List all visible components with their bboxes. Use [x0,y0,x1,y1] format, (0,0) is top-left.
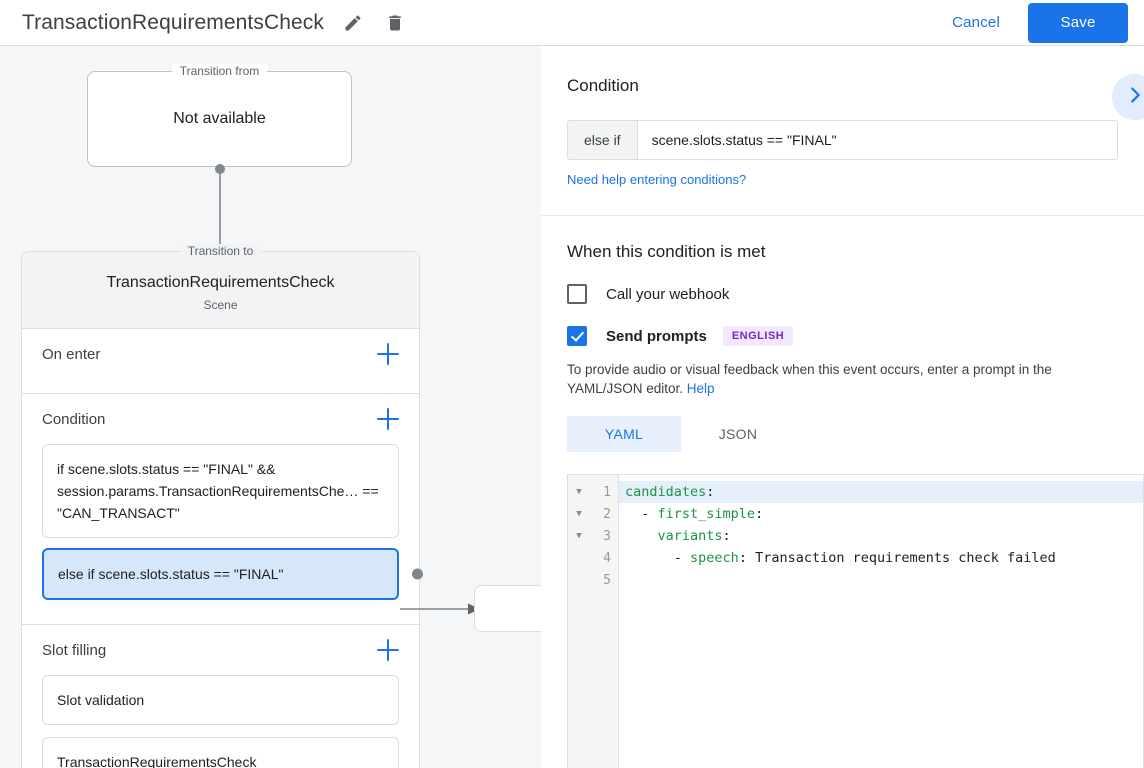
condition-input-row[interactable]: else if [567,120,1118,160]
send-prompts-row[interactable]: Send prompts ENGLISH [567,326,1118,346]
code-indent: - [625,506,658,522]
section-on-enter-title: On enter [42,345,101,363]
fold-caret-icon[interactable]: ▼ [576,487,582,497]
condition-expression-input[interactable] [637,121,1117,159]
editor-line-gutter: 4 [568,547,618,569]
transition-to-header: Transition to TransactionRequirementsChe… [22,244,419,329]
add-on-enter-button[interactable] [377,343,399,365]
section-slot-filling: Slot filling Slot validation Transaction… [22,625,419,768]
slot-filling-item[interactable]: Slot validation [42,675,399,725]
code-key: speech [690,550,739,566]
editor-format-tabs: YAML JSON [567,416,1118,452]
section-condition-title: Condition [42,410,106,428]
save-button[interactable]: Save [1028,2,1128,43]
section-on-enter-header: On enter [22,329,419,379]
slot-filling-item[interactable]: TransactionRequirementsCheck [42,737,399,768]
editor-code-line: - speech: Transaction requirements check… [619,547,1144,569]
add-slot-filling-button[interactable] [377,639,399,661]
condition-section: Condition else if Need help entering con… [541,46,1144,216]
prompts-hint: To provide audio or visual feedback when… [567,360,1118,398]
call-webhook-checkbox[interactable] [567,284,587,304]
editor-code-line: candidates: [619,481,1144,503]
transition-from-node[interactable]: Transition from Not available [87,64,352,167]
next-node-partial[interactable] [474,585,541,632]
node-output-port[interactable] [412,568,423,580]
editor-line-gutter: ▼1 [568,481,618,503]
app-bar: TransactionRequirementsCheck Cancel Save [0,0,1144,46]
section-condition-header: Condition [22,394,419,444]
flow-canvas-inner: Transition from Not available Transition… [0,46,541,768]
cancel-button[interactable]: Cancel [940,6,1012,39]
flow-canvas[interactable]: Transition from Not available Transition… [0,46,541,768]
when-condition-met-section: When this condition is met Call your web… [541,216,1144,452]
section-slot-filling-title: Slot filling [42,641,107,659]
condition-heading: Condition [567,76,639,95]
tab-yaml[interactable]: YAML [567,416,681,452]
editor-line-number: 3 [603,528,611,544]
editor-line-number: 1 [603,484,611,500]
fold-caret-icon[interactable]: ▼ [576,509,582,519]
editor-line-gutter: ▼2 [568,503,618,525]
code-indent [625,528,658,544]
editor-line-number: 5 [603,572,611,588]
editor-code-line: variants: [619,525,1144,547]
prompts-help-link[interactable]: Help [686,381,715,396]
transition-to-legend: Transition to [179,244,262,258]
expand-panel-button[interactable] [1112,74,1144,120]
code-indent: - [625,550,691,566]
editor-code-line: - first_simple: [619,503,1144,525]
code-key: variants [657,528,723,544]
tab-json[interactable]: JSON [718,426,758,442]
code-key: first_simple [657,506,756,522]
edit-title-button[interactable] [340,10,366,36]
page-title: TransactionRequirementsCheck [22,10,324,34]
transition-from-legend: Transition from [171,64,268,78]
condition-item-selected-label: else if scene.slots.status == "FINAL" [58,566,284,582]
condition-help-link[interactable]: Need help entering conditions? [567,172,747,187]
editor-line-gutter: 5 [568,569,618,591]
section-on-enter: On enter [22,329,419,394]
editor-code-area[interactable]: candidates: - first_simple: variants: - … [619,475,1144,768]
code-colon: : [722,528,731,544]
code-colon: : [706,484,715,500]
edge-right-arrow [400,603,480,615]
code-key: candidates [625,484,707,500]
trash-icon [385,13,405,33]
transition-to-title: TransactionRequirementsCheck [106,274,335,291]
when-met-heading: When this condition is met [567,242,766,261]
language-badge: ENGLISH [722,326,794,346]
editor-line-number: 4 [603,550,611,566]
condition-item[interactable]: if scene.slots.status == "FINAL" && sess… [42,444,399,538]
add-condition-button[interactable] [377,408,399,430]
section-slot-filling-header: Slot filling [22,625,419,675]
delete-button[interactable] [382,10,408,36]
pencil-icon [343,13,363,33]
code-colon: : [755,506,764,522]
send-prompts-checkbox[interactable] [567,326,587,346]
transition-to-subtitle: Scene [203,298,238,312]
code-colon: : Transaction requirements check failed [738,550,1056,566]
section-condition: Condition if scene.slots.status == "FINA… [22,394,423,625]
condition-item-selected[interactable]: else if scene.slots.status == "FINAL" [42,548,423,600]
call-webhook-label: Call your webhook [606,285,730,303]
condition-prefix: else if [568,121,638,159]
editor-line-gutter: ▼3 [568,525,618,547]
editor-code-line [619,569,1144,591]
send-prompts-label: Send prompts [606,327,707,345]
editor-line-number: 2 [603,506,611,522]
prompts-hint-text: To provide audio or visual feedback when… [567,362,1052,396]
fold-caret-icon[interactable]: ▼ [576,531,582,541]
transition-from-value: Not available [173,110,266,127]
webhook-row[interactable]: Call your webhook [567,284,1118,304]
transition-to-node[interactable]: Transition to TransactionRequirementsChe… [21,244,423,768]
chevron-right-icon [1124,84,1144,111]
